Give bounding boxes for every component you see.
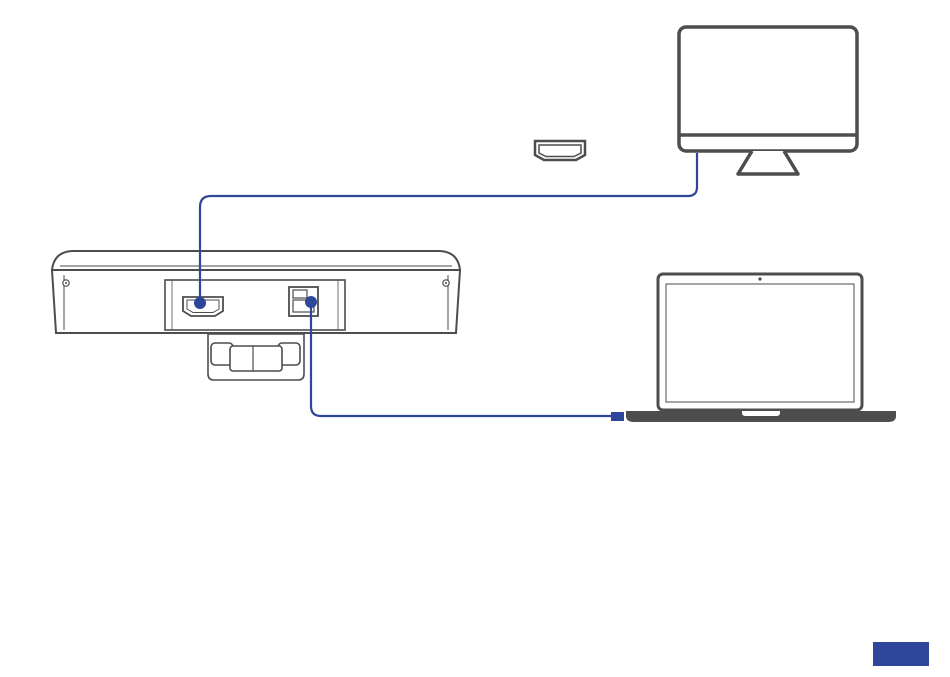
laptop-icon	[626, 274, 896, 422]
hdmi-legend-icon	[535, 141, 585, 160]
page-number-text	[873, 642, 929, 666]
monitor-icon	[679, 27, 857, 174]
video-bar-camera-icon	[52, 251, 460, 380]
